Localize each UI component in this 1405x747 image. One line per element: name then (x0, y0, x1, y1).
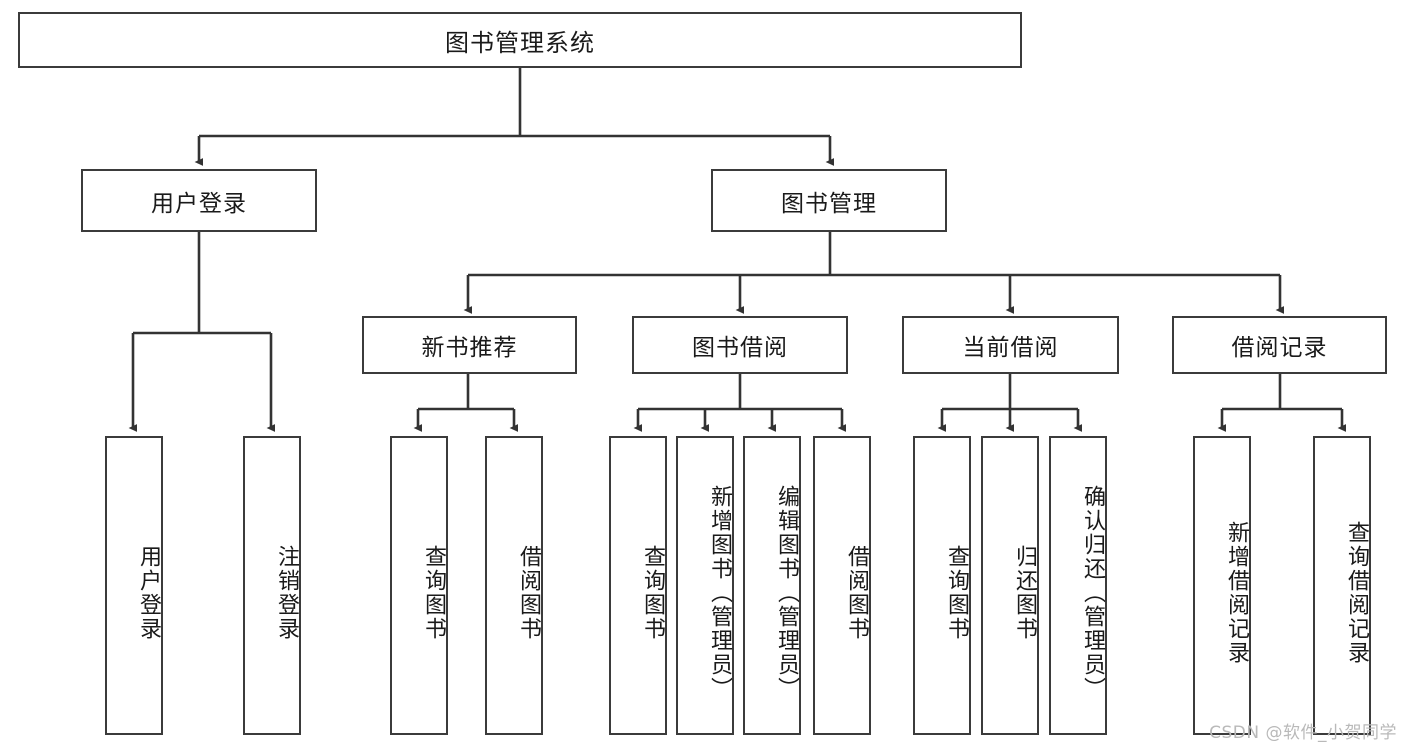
leaf-query-borrow-record[interactable]: 查询借阅记录 (1313, 436, 1371, 735)
node-current-borrow[interactable]: 当前借阅 (902, 316, 1119, 374)
node-borrow-record[interactable]: 借阅记录 (1172, 316, 1387, 374)
leaf-confirm-return-admin[interactable]: 确认归还（管理员） (1049, 436, 1107, 735)
leaf-logout[interactable]: 注销登录 (243, 436, 301, 735)
leaf-query-book-current[interactable]: 查询图书 (913, 436, 971, 735)
leaf-return-book[interactable]: 归还图书 (981, 436, 1039, 735)
node-book-management[interactable]: 图书管理 (711, 169, 947, 232)
leaf-borrow-book[interactable]: 借阅图书 (813, 436, 871, 735)
node-book-borrow[interactable]: 图书借阅 (632, 316, 848, 374)
leaf-borrow-book-recommend[interactable]: 借阅图书 (485, 436, 543, 735)
leaf-query-book-borrow[interactable]: 查询图书 (609, 436, 667, 735)
node-user-login[interactable]: 用户登录 (81, 169, 317, 232)
leaf-query-book-recommend[interactable]: 查询图书 (390, 436, 448, 735)
node-new-book-recommend[interactable]: 新书推荐 (362, 316, 577, 374)
leaf-user-login[interactable]: 用户登录 (105, 436, 163, 735)
node-book-management-system[interactable]: 图书管理系统 (18, 12, 1022, 68)
leaf-edit-book-admin[interactable]: 编辑图书（管理员） (743, 436, 801, 735)
leaf-add-book-admin[interactable]: 新增图书（管理员） (676, 436, 734, 735)
leaf-add-borrow-record[interactable]: 新增借阅记录 (1193, 436, 1251, 735)
